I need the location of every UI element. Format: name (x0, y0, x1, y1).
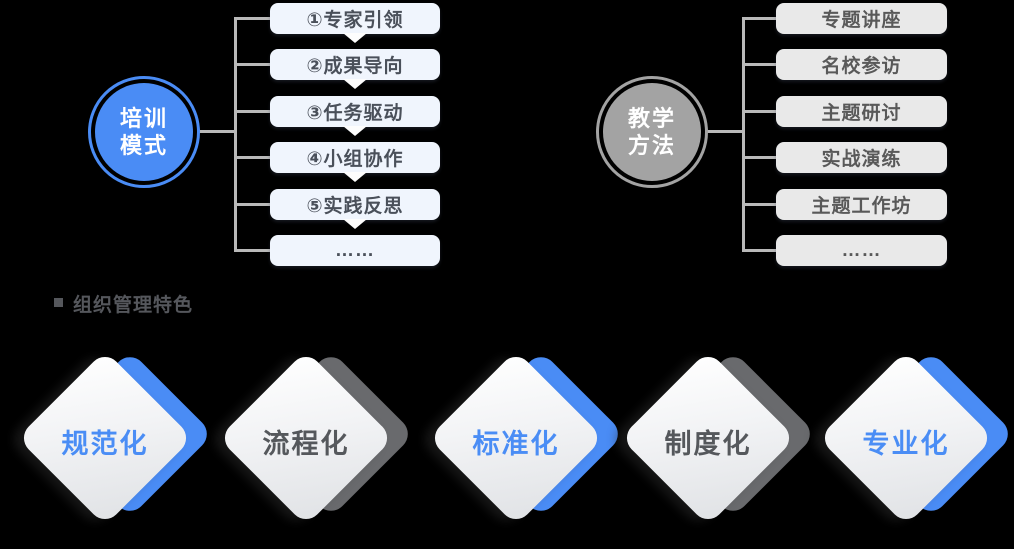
teaching-method-item: 实战演练 (776, 142, 947, 173)
teaching-method-item: 主题工作坊 (776, 189, 947, 220)
right-branch-line (742, 156, 779, 159)
right-spine-line (742, 17, 745, 252)
right-branch-line (742, 249, 779, 252)
teaching-method-item-label: 专题讲座 (821, 10, 902, 31)
training-mode-circle: 培训 模式 (95, 83, 193, 181)
left-branch-line (234, 17, 272, 20)
training-mode-item: ⑤实践反思 (270, 189, 440, 229)
down-arrow-icon (343, 126, 367, 136)
section-heading: 组织管理特色 (73, 295, 194, 316)
down-arrow-icon (343, 172, 367, 182)
diamond-label: 规范化 (61, 429, 149, 459)
right-main-connector-line (706, 130, 745, 133)
teaching-method-item-label: 主题研讨 (821, 103, 902, 124)
teaching-method-circle-ring (596, 76, 708, 188)
left-spine-line (234, 17, 237, 252)
training-mode-item: ④小组协作 (270, 142, 440, 182)
right-branch-line (742, 63, 779, 66)
training-mode-item: …… (270, 235, 440, 266)
diamond-label: 标准化 (472, 429, 560, 459)
training-mode-item-label: ①专家引领 (306, 10, 404, 31)
diamond-label: 专业化 (862, 429, 950, 459)
left-main-connector-line (198, 130, 236, 133)
training-mode-item-label: ⑤实践反思 (306, 196, 404, 217)
teaching-method-circle: 教学 方法 (603, 83, 701, 181)
teaching-method-item: 名校参访 (776, 49, 947, 80)
teaching-method-item: 专题讲座 (776, 3, 947, 34)
training-mode-item-label: ②成果导向 (306, 56, 404, 77)
diamond-label: 制度化 (664, 429, 752, 459)
teaching-method-item: …… (776, 235, 947, 266)
left-branch-line (234, 110, 272, 113)
left-branch-line (234, 63, 272, 66)
training-mode-item: ②成果导向 (270, 49, 440, 89)
left-branch-line (234, 203, 272, 206)
down-arrow-icon (343, 79, 367, 89)
teaching-method-item-label: 主题工作坊 (811, 196, 912, 217)
teaching-method-item-label: …… (841, 239, 882, 261)
teaching-method-label-line2: 方法 (627, 133, 676, 158)
training-mode-item-label: …… (335, 239, 375, 261)
teaching-method-item-label: 实战演练 (821, 149, 902, 170)
teaching-method-label-line1: 教学 (627, 106, 676, 131)
down-arrow-icon (343, 33, 367, 43)
right-branch-line (742, 17, 779, 20)
down-arrow-icon (343, 219, 367, 229)
diamond-label: 流程化 (262, 429, 350, 459)
teaching-method-item: 主题研讨 (776, 96, 947, 127)
square-bullet-icon (54, 298, 63, 307)
left-branch-line (234, 156, 272, 159)
training-mode-item-label: ③任务驱动 (306, 103, 404, 124)
left-branch-line (234, 249, 272, 252)
training-mode-label-line2: 模式 (119, 133, 168, 158)
training-mode-item: ③任务驱动 (270, 96, 440, 136)
training-mode-label-line1: 培训 (119, 106, 168, 131)
training-mode-circle-ring (88, 76, 200, 188)
teaching-method-item-label: 名校参访 (821, 56, 902, 77)
right-branch-line (742, 110, 779, 113)
training-mode-item: ①专家引领 (270, 3, 440, 43)
right-branch-line (742, 203, 779, 206)
training-mode-item-label: ④小组协作 (306, 149, 404, 170)
